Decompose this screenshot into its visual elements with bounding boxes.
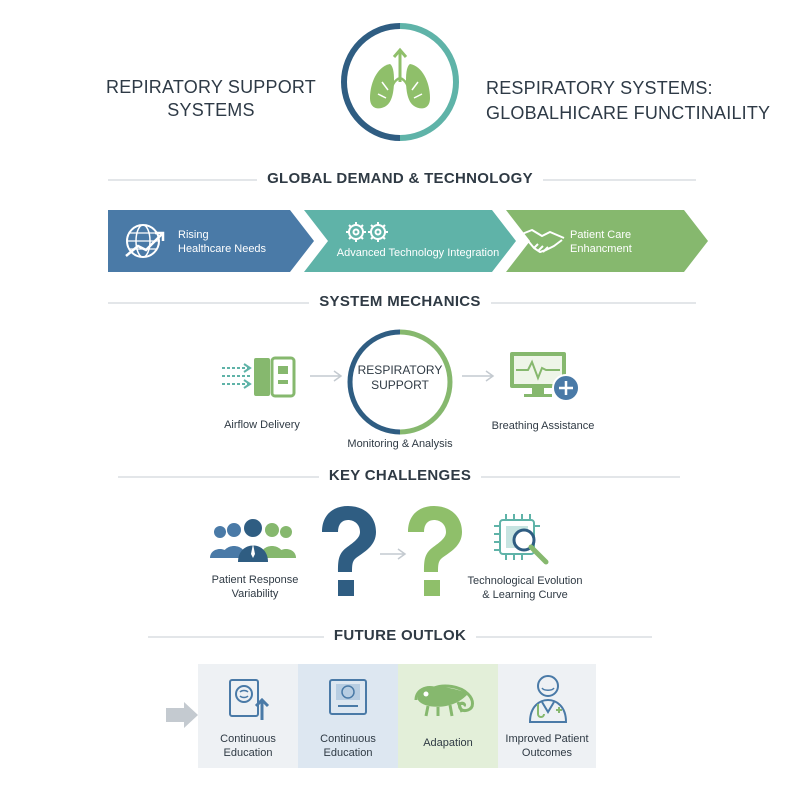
question-mark-blue-icon xyxy=(322,506,376,596)
brain-book-icon xyxy=(229,679,270,720)
banner-step-patient-care: Patient Care Enhancment xyxy=(570,228,632,256)
header-right-title: RESPIRATORY SYSTEMS: GLOBALHICARE FUNCTI… xyxy=(486,76,786,126)
section-demand: GLOBAL DEMAND & TECHNOLOGY xyxy=(0,170,800,190)
mechanics-monitoring-label: Monitoring & Analysis xyxy=(347,438,453,450)
future-panel-adaptation: Adapation xyxy=(398,664,498,768)
demand-arrow-banner: Rising Healthcare Needs Advanced Technol… xyxy=(108,210,708,272)
globe-growth-icon xyxy=(125,224,165,258)
future-panel-2-line1: Continuous xyxy=(320,733,376,745)
chip-magnifier-icon xyxy=(494,514,549,565)
section-mechanics-title: SYSTEM MECHANICS xyxy=(309,293,491,310)
header-lungs-emblem xyxy=(341,23,459,141)
people-group-icon xyxy=(210,519,296,562)
header-right-line1: RESPIRATORY SYSTEMS: xyxy=(486,78,713,98)
section-future-title: FUTURE OUTLOK xyxy=(323,627,477,644)
challenge-tech-line2: & Learning Curve xyxy=(482,589,568,601)
banner-step3-line1: Patient Care xyxy=(570,229,632,241)
challenge-patient-line2: Variability xyxy=(231,588,279,600)
challenge-tech-label: Technological Evolution & Learning Curve xyxy=(458,574,592,602)
future-panel-2-line2: Education xyxy=(323,747,373,759)
section-demand-title: GLOBAL DEMAND & TECHNOLOGY xyxy=(257,170,543,187)
chevron-right-icon xyxy=(166,702,198,728)
header-left-title: REPIRATORY SUPPORT SYSTEMS xyxy=(96,76,326,122)
airflow-icon xyxy=(222,356,296,398)
brain-tablet-icon xyxy=(329,679,367,715)
arrow-right-icon xyxy=(310,370,343,382)
future-panel-3-label: Adapation xyxy=(423,737,473,749)
header-left-line1: REPIRATORY SUPPORT xyxy=(106,77,316,97)
banner-step1-line1: Rising xyxy=(178,229,209,241)
future-panel-education-2: Continuous Education xyxy=(298,664,398,768)
handshake-icon xyxy=(521,229,565,253)
challenge-patient-label: Patient Response Variability xyxy=(196,573,314,601)
monitor-plus-icon xyxy=(510,352,580,402)
section-challenges: KEY CHALLENGES xyxy=(0,467,800,487)
respiratory-support-ring xyxy=(347,329,453,435)
banner-step-technology: Advanced Technology Integration xyxy=(336,247,500,259)
respiratory-support-line2: SUPPORT xyxy=(371,378,429,392)
challenge-tech-line1: Technological Evolution xyxy=(467,575,583,587)
future-outlook-panels: Continuous Education Continuous Educatio… xyxy=(198,664,596,768)
banner-step1-line2: Healthcare Needs xyxy=(178,243,267,255)
section-challenges-title: KEY CHALLENGES xyxy=(318,467,482,484)
doctor-avatar-icon xyxy=(528,675,568,723)
mechanics-airflow-label: Airflow Delivery xyxy=(224,419,300,431)
arrow-right-icon xyxy=(462,370,495,382)
future-panel-1-line1: Continuous xyxy=(220,733,276,745)
respiratory-support-label: RESPIRATORY SUPPORT xyxy=(346,363,454,393)
chameleon-icon xyxy=(414,684,474,717)
future-panel-1-line2: Education xyxy=(223,747,273,759)
future-panel-1-label: Continuous Education xyxy=(198,732,298,760)
gears-icon xyxy=(346,222,388,242)
banner-step3-line2: Enhancment xyxy=(570,243,632,255)
section-mechanics: SYSTEM MECHANICS xyxy=(0,293,800,313)
question-marks-graphic xyxy=(322,506,462,596)
banner-step-rising: Rising Healthcare Needs xyxy=(178,228,266,256)
future-panel-4-label: Improved Patient Outcomes xyxy=(498,732,596,760)
future-panel-4-line2: Outcomes xyxy=(521,747,573,759)
section-future: FUTURE OUTLOK xyxy=(0,627,800,647)
respiratory-support-line1: RESPIRATORY xyxy=(357,363,443,377)
future-panel-outcomes: Improved Patient Outcomes xyxy=(498,664,596,768)
lungs-icon xyxy=(370,47,430,109)
header-right-line2: GLOBALHICARE FUNCTINAILITY xyxy=(486,103,771,123)
question-mark-green-icon xyxy=(408,506,462,596)
mechanics-breathing-label: Breathing Assistance xyxy=(491,420,595,432)
header-left-line2: SYSTEMS xyxy=(167,100,255,120)
future-panel-4-line1: Improved Patient xyxy=(505,733,589,745)
future-panel-education-1: Continuous Education xyxy=(198,664,298,768)
challenge-patient-line1: Patient Response xyxy=(211,574,299,586)
future-panel-2-label: Continuous Education xyxy=(298,732,398,760)
